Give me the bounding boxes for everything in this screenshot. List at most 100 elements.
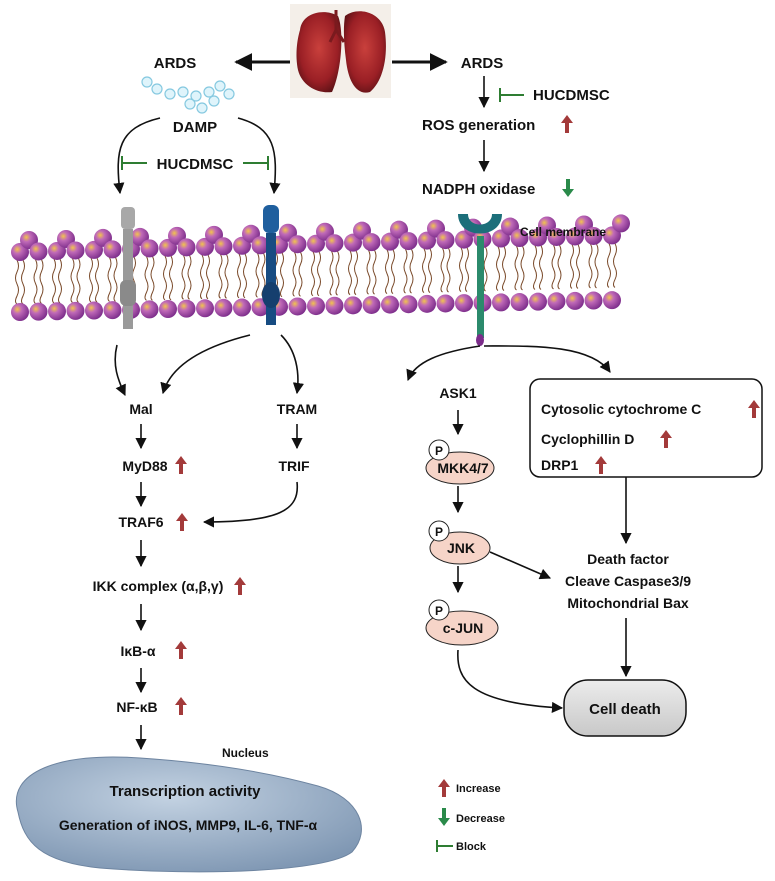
ikb-increase-icon: [175, 641, 187, 659]
lipid-tail: [163, 255, 167, 301]
lipid-tail: [70, 258, 75, 303]
jnk-to-death-factor-arrow: [489, 551, 552, 580]
tlr-receptor-blue: [262, 205, 280, 325]
lipid-tail: [150, 256, 155, 301]
receptor1-to-mal-arrow: [114, 344, 126, 397]
ros-label: ROS generation: [422, 117, 535, 134]
lipid-head: [29, 242, 48, 261]
jnk-node: P JNK: [428, 520, 491, 565]
lipid-tail: [187, 255, 192, 300]
lipid-head: [66, 301, 85, 320]
mito-item-cyclophillin: Cyclophillin D: [541, 431, 634, 447]
cjun-to-cell-death-arrow: [457, 649, 564, 714]
lipid-head: [566, 291, 584, 310]
lipid-head: [612, 214, 630, 233]
drp1-increase-icon: [595, 456, 607, 474]
lipid-head: [362, 295, 381, 314]
lipid-tail: [292, 252, 297, 297]
lipid-tail: [613, 243, 617, 288]
lipid-head: [492, 293, 510, 312]
lipid-tail: [311, 251, 315, 297]
lipid-head: [547, 227, 566, 246]
lipid-tail: [144, 256, 149, 301]
lipid-head: [214, 237, 233, 256]
lung-image: [290, 4, 391, 98]
lipid-tail: [89, 257, 93, 303]
lipid-tail: [335, 250, 340, 296]
nadph-decrease-icon: [562, 179, 574, 197]
lipid-head: [584, 226, 603, 245]
lipid-tail: [594, 243, 599, 289]
lipid-head: [436, 294, 455, 313]
cjun-node: P c-JUN: [425, 599, 499, 646]
jnk-label: JNK: [447, 540, 475, 556]
death-factor-bax: Mitochondrial Bax: [567, 595, 689, 611]
lipid-tail: [255, 253, 260, 298]
mito-item-cytochrome: Cytosolic cytochrome C: [541, 401, 701, 417]
ros-increase-icon: [561, 115, 573, 133]
lipid-tail: [21, 259, 25, 305]
lipid-head: [418, 294, 436, 313]
lipid-head: [29, 302, 48, 321]
lipid-tail: [366, 249, 371, 295]
lipid-head: [288, 297, 307, 316]
lipid-head: [140, 239, 159, 258]
lipid-tail: [539, 245, 543, 290]
cjun-label: c-JUN: [443, 620, 483, 636]
damp-molecules: [141, 76, 235, 114]
lipid-tail: [533, 245, 537, 290]
lipid-tail: [446, 247, 451, 293]
trif-to-traf6-arrow: [202, 481, 299, 528]
lipid-head: [103, 301, 122, 320]
mkk-phospho-label: P: [435, 444, 443, 458]
lipid-tail: [52, 258, 56, 304]
traf6-label: TRAF6: [118, 514, 163, 530]
lipid-tail: [224, 254, 229, 299]
lipid-tail: [588, 243, 593, 289]
lipid-tail: [372, 249, 377, 295]
damp-to-receptor2-arrow: [237, 117, 281, 195]
change-indicators: [175, 115, 760, 826]
hucdmsc-right-block: [499, 88, 524, 102]
cytochrome-increase-icon: [748, 400, 760, 418]
ikk-increase-icon: [234, 577, 246, 595]
ask1-label: ASK1: [439, 385, 477, 401]
lipid-tail: [169, 255, 173, 301]
lipid-head: [233, 298, 251, 317]
cyclophillin-increase-icon: [660, 430, 672, 448]
cell-membrane-label: Cell membrane: [520, 225, 606, 239]
damp-to-receptor1-arrow: [113, 117, 161, 195]
lipid-head: [603, 291, 621, 310]
lipid-tail: [206, 254, 210, 300]
mito-item-drp1: DRP1: [541, 457, 579, 473]
lipid-tail: [391, 249, 395, 295]
lipid-head: [66, 241, 85, 260]
lipid-tail: [113, 257, 118, 302]
lipid-tail: [502, 246, 506, 291]
lipid-tail: [440, 247, 445, 293]
nucleus-label: Nucleus: [222, 746, 269, 760]
lipid-tail: [237, 253, 241, 299]
lipid-tail: [280, 252, 284, 298]
mkk-node: P MKK4/7: [425, 439, 495, 485]
lipid-head: [547, 292, 566, 311]
lipid-tail: [551, 244, 556, 290]
lipid-tail: [39, 259, 44, 304]
jnk-phospho-label: P: [435, 525, 443, 539]
lipid-head: [584, 291, 603, 310]
traf6-increase-icon: [176, 513, 188, 531]
lipid-head: [399, 295, 418, 314]
lipid-head: [48, 302, 66, 321]
lipid-head: [251, 236, 270, 255]
lipid-head: [288, 235, 307, 254]
lipid-tail: [200, 254, 204, 300]
lipid-head: [85, 301, 103, 320]
ards-right-label: ARDS: [461, 55, 504, 72]
lipid-tail: [483, 246, 488, 292]
lipid-tail: [428, 248, 432, 294]
legend-increase-label: Increase: [456, 783, 501, 795]
hucdmsc-right-label: HUCDMSC: [533, 87, 610, 104]
myd88-increase-icon: [175, 456, 187, 474]
lipid-head: [362, 233, 381, 252]
ikb-label: IκB-α: [120, 643, 155, 659]
